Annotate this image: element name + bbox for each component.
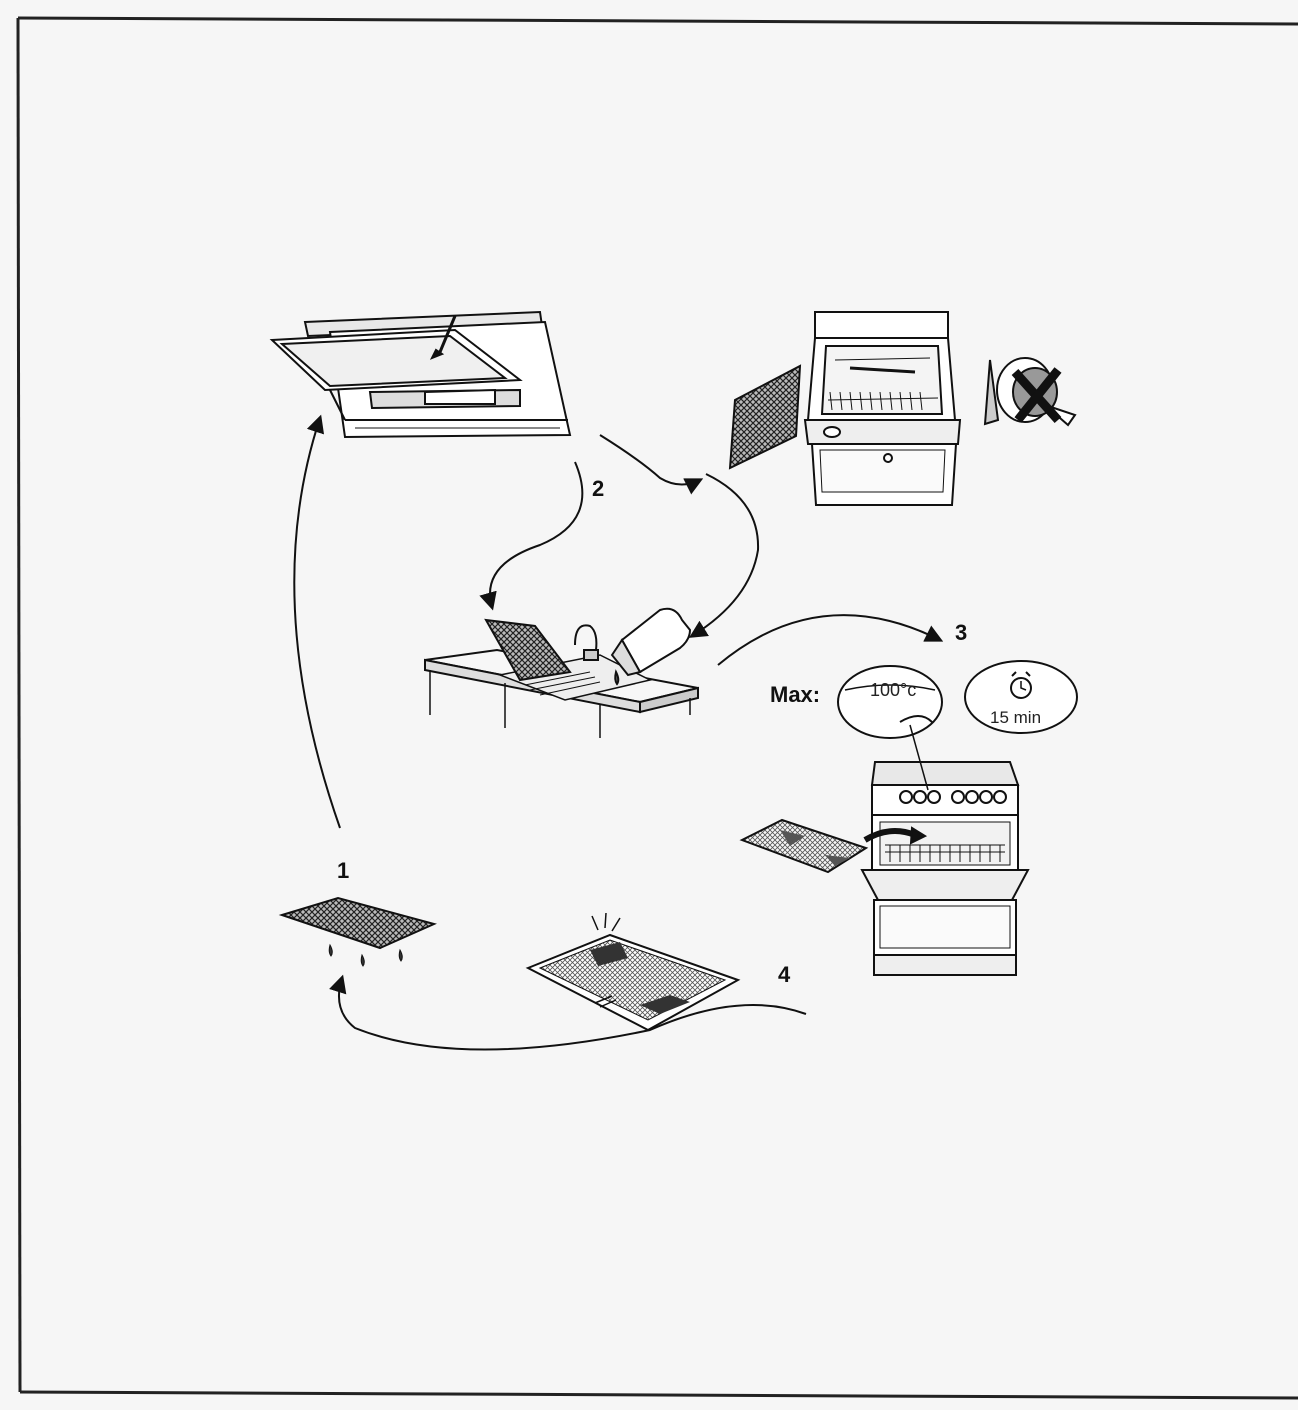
filter-before-oven [742,820,866,872]
dishwasher [805,312,960,505]
frame-top [18,18,1298,24]
filter-in-dishwasher [730,366,800,468]
cooker-hood [272,312,570,437]
step-3-label: 3 [955,620,967,646]
timer-value: 15 min [990,708,1041,728]
detergent-prohibited-icon [985,358,1075,425]
temperature-value: 100°c [870,680,916,701]
step-4-label: 4 [778,962,790,988]
max-label: Max: [770,682,820,708]
oven [862,762,1028,975]
step-1-label: 1 [337,858,349,884]
frame-bottom [20,1392,1298,1398]
frame-left [18,18,20,1392]
clean-filter [528,913,738,1030]
step-2-label: 2 [592,476,604,502]
dirty-filter [282,898,434,966]
